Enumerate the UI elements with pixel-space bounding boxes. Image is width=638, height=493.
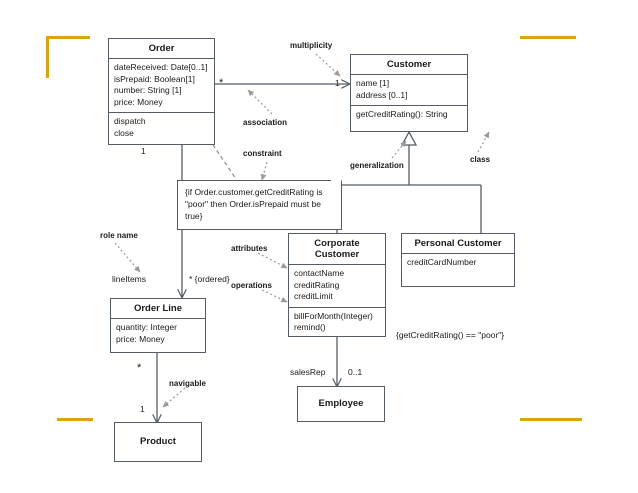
attribute-row: dateReceived: Date[0..1]: [114, 62, 208, 72]
annotation-generalization: generalization: [350, 161, 404, 170]
class-name-order: Order: [148, 43, 175, 54]
label-order-multiplicity: *: [219, 77, 224, 89]
class-operations-order: dispatch close: [109, 112, 214, 143]
class-box-order-line[interactable]: Order Line quantity: Integer price: Mone…: [110, 298, 206, 353]
class-operations-corporate-customer: billForMonth(Integer) remind(): [289, 306, 385, 338]
attribute-row: price: Money: [114, 96, 163, 107]
annotation-multiplicity: multiplicity: [290, 41, 333, 50]
label-orderline-multiplicity: * {ordered}: [189, 274, 230, 284]
corner-mark-top-right-horizontal: [520, 36, 576, 39]
note-dogear-icon: [331, 180, 342, 191]
leader-navigable: [162, 387, 186, 408]
leader-operations: [261, 289, 288, 303]
attribute-row: creditCardNumber: [407, 257, 477, 267]
leader-role-name: [114, 242, 141, 273]
class-attributes-order-line: quantity: Integer price: Money: [111, 318, 205, 349]
note-constraint[interactable]: {if Order.customer.getCreditRating is "p…: [177, 180, 342, 230]
label-order-orderline-multiplicity: 1: [141, 146, 146, 156]
leader-generalization: [391, 140, 407, 159]
class-name-personal-customer: Personal Customer: [414, 238, 502, 249]
leader-constraint: [260, 161, 268, 181]
class-box-employee[interactable]: Employee: [297, 386, 385, 422]
attribute-row: price: Money: [116, 333, 165, 344]
corner-mark-top-left: [46, 36, 90, 78]
annotation-association: association: [243, 118, 288, 127]
label-customer-multiplicity: 1: [335, 78, 340, 88]
leader-multiplicity: [315, 53, 341, 77]
label-orderline-product-dst: 1: [140, 404, 145, 414]
operation-row: billForMonth(Integer): [294, 310, 373, 321]
corner-mark-bottom-right: [520, 418, 582, 422]
annotation-class: class: [470, 155, 491, 164]
class-attributes-customer: name [1] address [0..1]: [351, 74, 467, 105]
class-name-customer: Customer: [386, 59, 432, 70]
class-box-customer[interactable]: Customer name [1] address [0..1] getCred…: [350, 54, 468, 132]
class-box-personal-customer[interactable]: Personal Customer creditCardNumber: [401, 233, 515, 287]
leader-association: [247, 89, 273, 115]
class-box-product[interactable]: Product: [114, 422, 202, 462]
class-name-order-line: Order Line: [133, 303, 183, 314]
annotation-operations: operations: [231, 281, 272, 290]
operation-row: getCreditRating(): String: [356, 109, 448, 119]
attribute-row: creditLimit: [294, 291, 333, 301]
label-salesrep-role: salesRep: [290, 367, 326, 377]
class-name-corporate-customer: Corporate Customer: [314, 238, 360, 260]
class-attributes-corporate-customer: contactName creditRating creditLimit: [289, 264, 385, 307]
class-name-product: Product: [140, 436, 176, 447]
annotation-role-name: role name: [100, 231, 138, 240]
label-orderline-role: lineItems: [112, 274, 147, 284]
corner-mark-top-left-vertical: [46, 36, 49, 78]
operation-row: dispatch: [114, 116, 146, 126]
annotation-constraint: constraint: [243, 149, 282, 158]
label-personal-customer-constraint: {getCreditRating() == "poor"}: [396, 330, 505, 340]
attribute-row: creditRating: [294, 279, 340, 290]
corner-mark-bottom-left: [57, 418, 93, 422]
operation-row: remind(): [294, 322, 326, 332]
label-orderline-product-src: *: [137, 362, 142, 374]
class-attributes-order: dateReceived: Date[0..1] isPrepaid: Bool…: [109, 58, 214, 112]
corner-mark-bottom-left-horizontal: [57, 418, 93, 421]
corner-mark-top-right: [520, 36, 576, 40]
class-box-corporate-customer[interactable]: Corporate Customer contactName creditRat…: [288, 233, 386, 337]
class-attributes-personal-customer: creditCardNumber: [402, 253, 514, 273]
leader-class: [477, 131, 490, 153]
leader-attributes: [257, 252, 288, 269]
label-salesrep-multiplicity: 0..1: [348, 367, 363, 377]
attribute-row: name [1]: [356, 78, 390, 88]
attribute-row: isPrepaid: Boolean[1]: [114, 73, 195, 84]
class-box-order[interactable]: Order dateReceived: Date[0..1] isPrepaid…: [108, 38, 215, 145]
class-name-employee: Employee: [318, 398, 364, 409]
note-constraint-text: {if Order.customer.getCreditRating is "p…: [185, 187, 323, 221]
edge-generalization: [336, 130, 482, 233]
corner-mark-top-left-horizontal: [46, 36, 90, 39]
attribute-row: quantity: Integer: [116, 322, 177, 332]
annotation-navigable: navigable: [169, 379, 206, 388]
annotation-attributes: attributes: [231, 244, 268, 253]
corner-mark-bottom-right-horizontal: [520, 418, 582, 421]
attribute-row: address [0..1]: [356, 89, 408, 100]
operation-row: close: [114, 127, 134, 138]
class-operations-customer: getCreditRating(): String: [351, 105, 467, 125]
attribute-row: contactName: [294, 268, 345, 278]
attribute-row: number: String [1]: [114, 85, 182, 95]
